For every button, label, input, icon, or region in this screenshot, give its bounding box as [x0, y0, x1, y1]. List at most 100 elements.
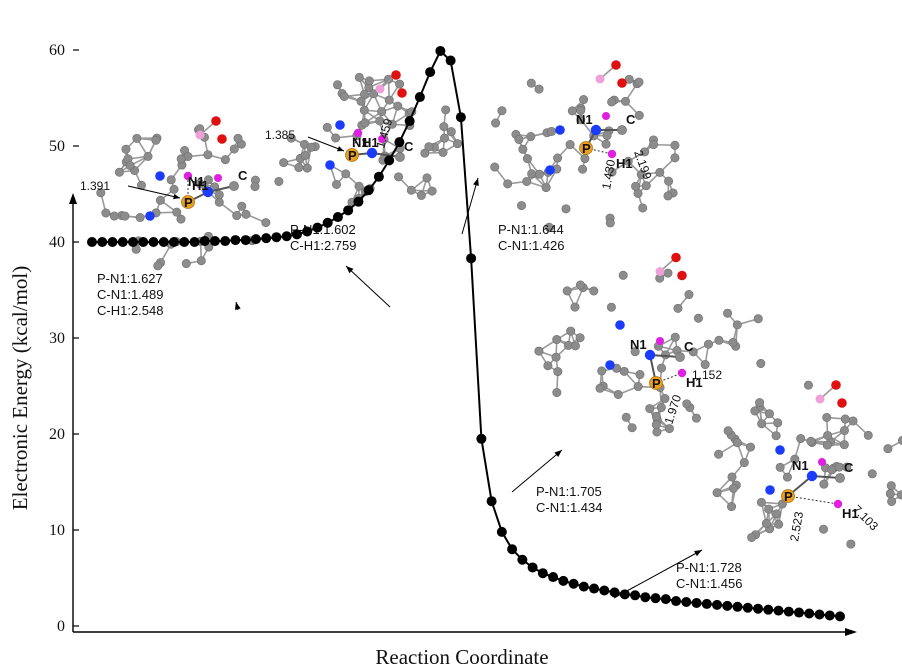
carbon-atom	[576, 115, 586, 125]
carbon-atom	[673, 303, 683, 313]
carbon-atom	[553, 153, 563, 163]
carbon-atom	[101, 208, 111, 218]
atom-label: P	[582, 141, 591, 156]
data-point	[568, 578, 579, 589]
carbon-atom	[703, 339, 713, 349]
carbon-atom	[120, 211, 130, 221]
carbon-atom	[790, 454, 800, 464]
data-point	[630, 590, 641, 601]
carbon-atom	[732, 438, 742, 448]
data-point	[435, 45, 446, 56]
carbon-atom	[369, 89, 379, 99]
carbon-atom	[746, 442, 756, 452]
carbon-atom	[375, 116, 385, 126]
carbon-atom	[633, 382, 643, 392]
oxygen-atom	[391, 70, 401, 80]
carbon-atom	[756, 497, 766, 507]
carbon-atom	[848, 416, 858, 426]
carbon-atom	[575, 333, 585, 343]
data-point	[660, 594, 671, 605]
data-point	[271, 232, 282, 243]
carbon-atom	[578, 164, 588, 174]
data-point	[537, 568, 548, 579]
data-point	[250, 234, 261, 245]
oxygen-atom	[217, 134, 227, 144]
carbon-atom	[589, 286, 599, 296]
annotation-text: C-N1:1.489	[97, 287, 163, 302]
carbon-atom	[613, 389, 623, 399]
data-point	[332, 212, 343, 223]
carbon-atom	[700, 360, 710, 370]
carbon-atom	[621, 96, 631, 106]
carbon-atom	[712, 488, 722, 498]
data-point	[97, 237, 108, 247]
carbon-atom	[619, 366, 629, 376]
nitrogen-atom	[590, 124, 602, 136]
data-point	[701, 598, 712, 609]
data-point	[558, 575, 569, 586]
annotation-arrow	[511, 449, 563, 493]
data-point	[466, 253, 477, 264]
carbon-atom	[819, 479, 829, 489]
carbon-atom	[453, 139, 463, 149]
carbon-atom	[322, 122, 332, 132]
atom-label: P	[784, 489, 793, 504]
carbon-atom	[605, 218, 615, 228]
hydrogen-atom	[818, 458, 826, 466]
y-tick-label: 40	[49, 234, 65, 251]
carbon-atom	[682, 399, 692, 409]
carbon-atom	[514, 134, 524, 144]
carbon-atom	[739, 458, 749, 468]
carbon-atom	[728, 483, 738, 493]
carbon-atom	[203, 175, 213, 185]
carbon-atom	[547, 126, 557, 136]
carbon-atom	[440, 133, 450, 143]
carbon-atom	[387, 119, 397, 129]
carbon-atom	[803, 380, 813, 390]
data-point	[835, 611, 845, 622]
bond-length-label: 1.152	[692, 368, 722, 382]
nitrogen-atom	[325, 160, 335, 170]
carbon-atom	[627, 423, 637, 433]
carbon-atom	[395, 152, 405, 162]
atom-label: C	[684, 339, 694, 354]
y-tick-label: 0	[57, 618, 65, 635]
carbon-atom	[570, 302, 580, 312]
carbon-atom	[384, 95, 394, 105]
carbon-atom	[534, 346, 544, 356]
carbon-atom	[656, 363, 666, 373]
carbon-atom	[364, 76, 374, 86]
atom-label: N1	[792, 458, 809, 473]
atom-label: C	[238, 168, 248, 183]
data-point	[404, 116, 415, 127]
carbon-atom	[727, 502, 737, 512]
carbon-atom	[764, 409, 774, 419]
data-point	[722, 600, 733, 611]
carbon-atom	[601, 139, 611, 149]
data-point	[671, 596, 682, 607]
data-point	[179, 237, 190, 247]
data-point	[578, 581, 589, 592]
data-point	[394, 137, 405, 148]
bond-length-label: 1.385	[265, 128, 295, 142]
carbon-atom	[279, 158, 289, 168]
carbon-atom	[655, 167, 665, 177]
carbon-atom	[839, 425, 849, 435]
carbon-atom	[395, 79, 405, 89]
data-point	[117, 237, 128, 247]
data-point	[209, 236, 220, 247]
hydrogen-atom	[378, 135, 386, 143]
carbon-atom	[229, 144, 239, 154]
y-tick-label: 60	[49, 42, 65, 59]
oxygen-atom	[831, 380, 841, 390]
data-point	[691, 597, 702, 608]
phosphorus-atom	[181, 195, 195, 209]
carbon-atom	[125, 161, 135, 171]
bond-pointer-arrowhead	[337, 146, 344, 152]
carbon-atom	[756, 359, 766, 369]
data-series	[87, 45, 845, 622]
data-point	[322, 217, 333, 228]
boron-atom	[595, 74, 605, 84]
carbon-atom	[656, 403, 666, 413]
atom-label: N1	[352, 135, 369, 150]
